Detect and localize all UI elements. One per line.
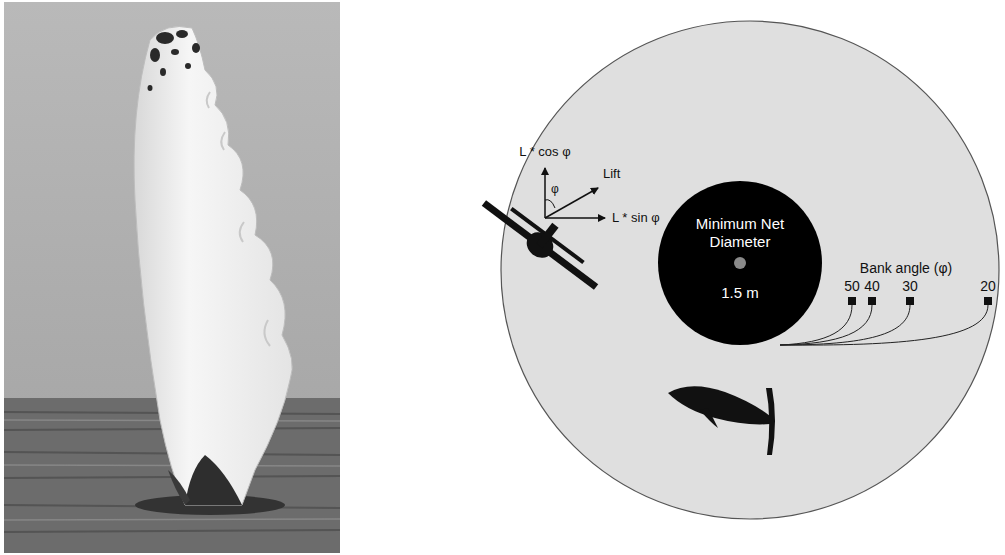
force-label: L * sin φ bbox=[612, 211, 660, 226]
force-vector bbox=[545, 168, 605, 218]
center-dot bbox=[734, 257, 746, 269]
flipper-photo bbox=[4, 2, 340, 553]
bank-angle-value: 50 bbox=[844, 278, 860, 294]
net-circle: Minimum Net Diameter 1.5 m bbox=[658, 181, 822, 345]
bank-angle-value: 40 bbox=[864, 278, 880, 294]
dimension-label: 1.5 m bbox=[690, 284, 790, 302]
force-label: Lift bbox=[603, 167, 620, 182]
bank-marker bbox=[848, 297, 992, 305]
aircraft-symbol bbox=[477, 182, 610, 297]
axis-label: Bank angle (φ) bbox=[860, 260, 952, 276]
bank-angle-value: 30 bbox=[902, 278, 918, 294]
force-label: L * cos φ bbox=[519, 145, 570, 160]
node-title: Minimum Net Diameter bbox=[690, 215, 790, 251]
turn-path bbox=[780, 305, 988, 345]
whale-symbol bbox=[668, 386, 775, 455]
turning-diagram bbox=[477, 21, 999, 519]
bank-angle-value: 20 bbox=[980, 278, 996, 294]
angle-symbol: φ bbox=[551, 183, 559, 197]
